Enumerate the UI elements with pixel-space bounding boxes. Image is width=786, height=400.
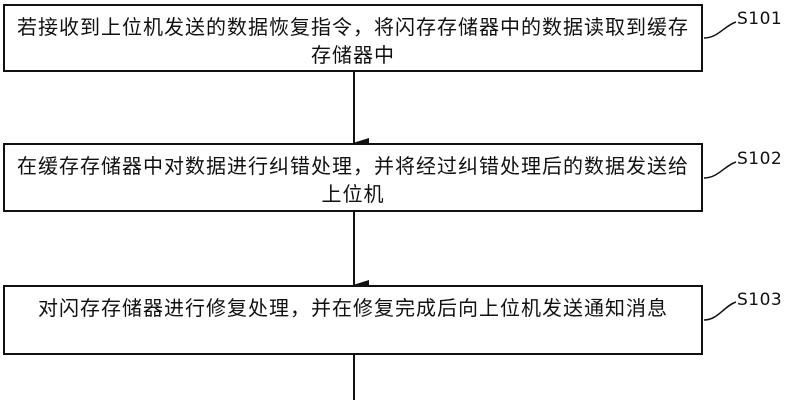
step-box-s103: 对闪存存储器进行修复处理，并在修复完成后向上位机发送通知消息: [3, 285, 703, 355]
step-label-s103: S103: [737, 290, 783, 310]
step-label-s102: S102: [737, 149, 783, 169]
step-text-s102: 在缓存存储器中对数据进行纠错处理，并将经过纠错处理后的数据发送给上位机: [17, 154, 689, 206]
leader-line-s103: [703, 301, 737, 321]
step-box-s102: 在缓存存储器中对数据进行纠错处理，并将经过纠错处理后的数据发送给上位机: [3, 143, 703, 212]
step-box-s101: 若接收到上位机发送的数据恢复指令，将闪存存储器中的数据读取到缓存存储器中: [3, 4, 703, 72]
step-text-s101: 若接收到上位机发送的数据恢复指令，将闪存存储器中的数据读取到缓存存储器中: [17, 15, 689, 67]
step-label-s101: S101: [737, 9, 783, 29]
step-text-s103: 对闪存存储器进行修复处理，并在修复完成后向上位机发送通知消息: [38, 296, 668, 320]
leader-line-s101: [703, 21, 737, 39]
leader-line-s102: [703, 161, 737, 179]
